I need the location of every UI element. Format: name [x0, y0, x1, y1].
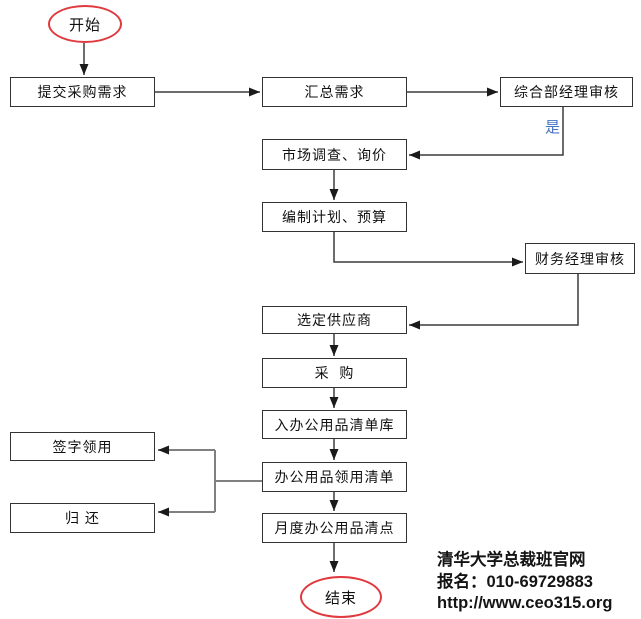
- node-sign-receive: 签字领用: [10, 432, 155, 461]
- node-plan-budget: 编制计划、预算: [262, 202, 407, 232]
- node-return: 归 还: [10, 503, 155, 533]
- node-submit-request: 提交采购需求: [10, 77, 155, 107]
- node-inventory-entry: 入办公用品清单库: [262, 410, 407, 439]
- yes-branch-label: 是: [545, 119, 561, 136]
- edge-manager-to-market: [409, 107, 564, 160]
- edge-plan-to-finance: [333, 232, 523, 267]
- footer-site-name: 清华大学总裁班官网: [437, 551, 586, 569]
- node-manager-review: 综合部经理审核: [500, 77, 633, 107]
- footer-watermark: 清华大学总裁班官网 报名：010-69729883 http://www.ceo…: [437, 550, 637, 615]
- node-requisition-list: 办公用品领用清单: [262, 462, 407, 492]
- node-finance-review: 财务经理审核: [525, 243, 635, 274]
- node-purchase: 采 购: [262, 358, 407, 388]
- node-select-supplier: 选定供应商: [262, 306, 407, 334]
- edge-finance-to-select: [409, 274, 579, 330]
- footer-phone: 报名：010-69729883: [437, 572, 593, 591]
- node-summarize-demand: 汇总需求: [262, 77, 407, 107]
- footer-url: http://www.ceo315.org: [437, 594, 613, 612]
- node-market-survey: 市场调查、询价: [262, 139, 407, 170]
- end-terminator: 结束: [300, 576, 382, 618]
- start-terminator: 开始: [48, 5, 122, 43]
- node-monthly-check: 月度办公用品清点: [262, 513, 407, 543]
